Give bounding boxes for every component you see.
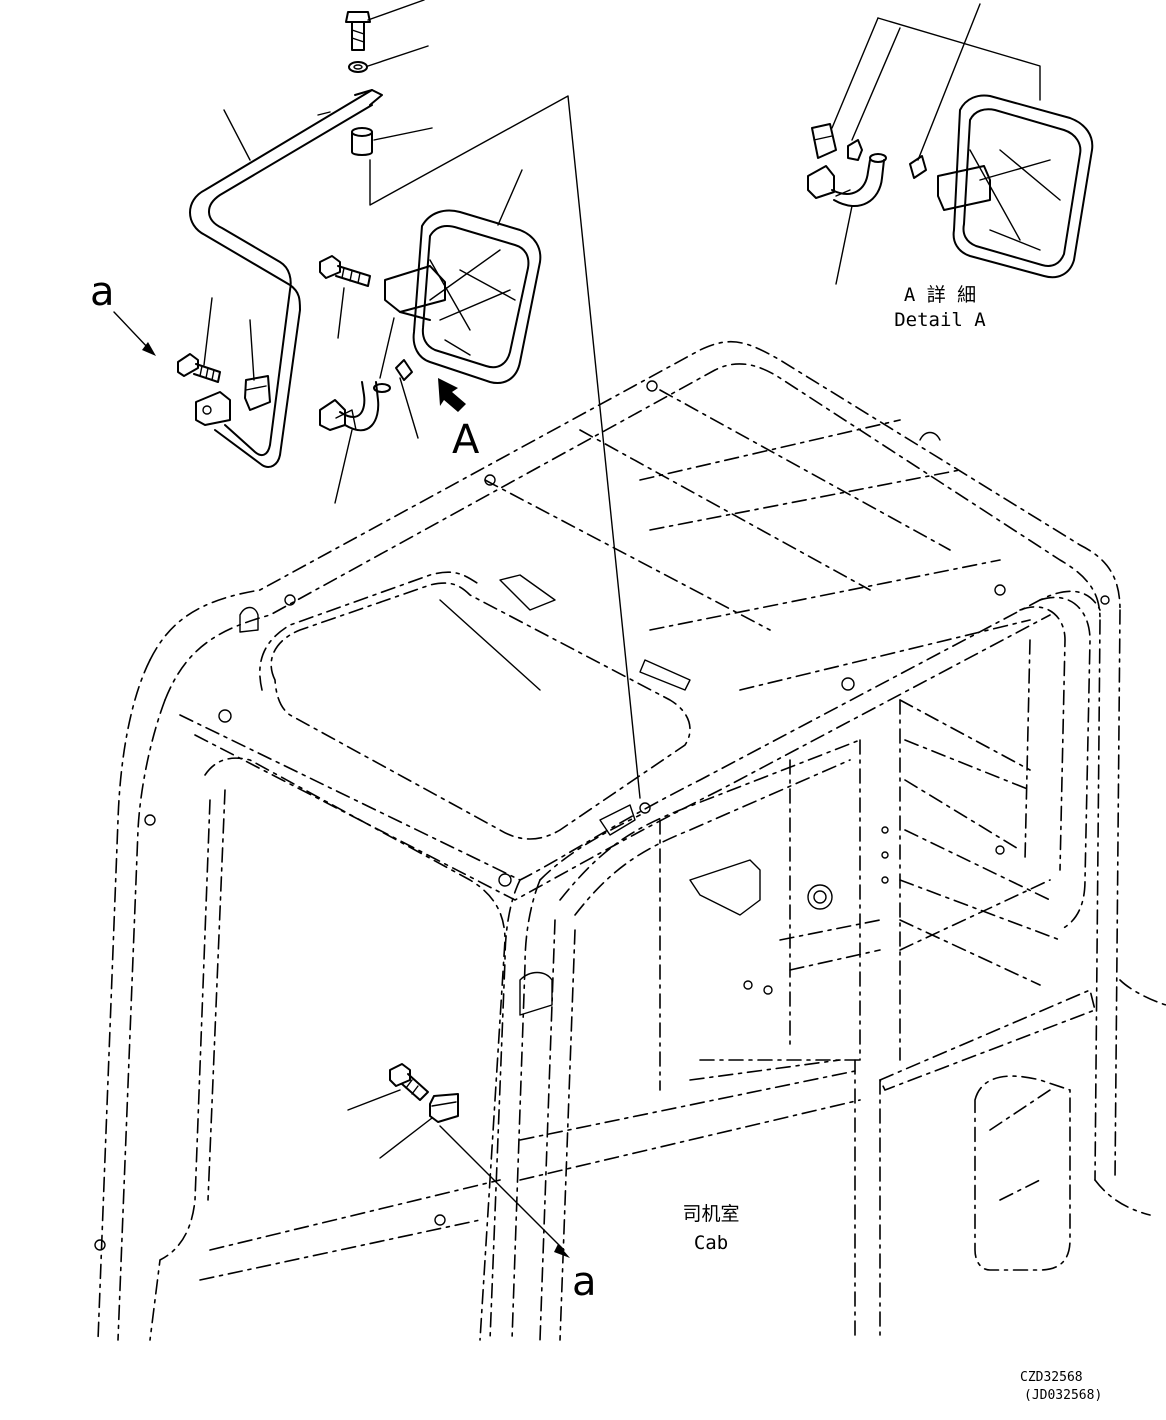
- lower-mount-parts: [389, 1063, 459, 1123]
- cab-frame: [94, 340, 1166, 1341]
- cab-label-en: Cab: [693, 1232, 729, 1254]
- drawing-code: CZD32568: [1020, 1370, 1083, 1385]
- callout-view-A: A: [452, 417, 480, 463]
- detail-title-en: Detail A: [894, 309, 986, 331]
- detail-a-view: [807, 94, 1094, 279]
- mirror-assembly: [177, 11, 542, 468]
- detail-title-jp: A 詳 細: [903, 284, 977, 306]
- leader-lines: [113, 0, 1041, 1258]
- callout-a-bottom: a: [572, 1259, 597, 1305]
- callout-a-top: a: [90, 269, 115, 315]
- cab-label-zh: 司机室: [682, 1203, 740, 1225]
- drawing-code-sub: (JD032568): [1024, 1388, 1103, 1403]
